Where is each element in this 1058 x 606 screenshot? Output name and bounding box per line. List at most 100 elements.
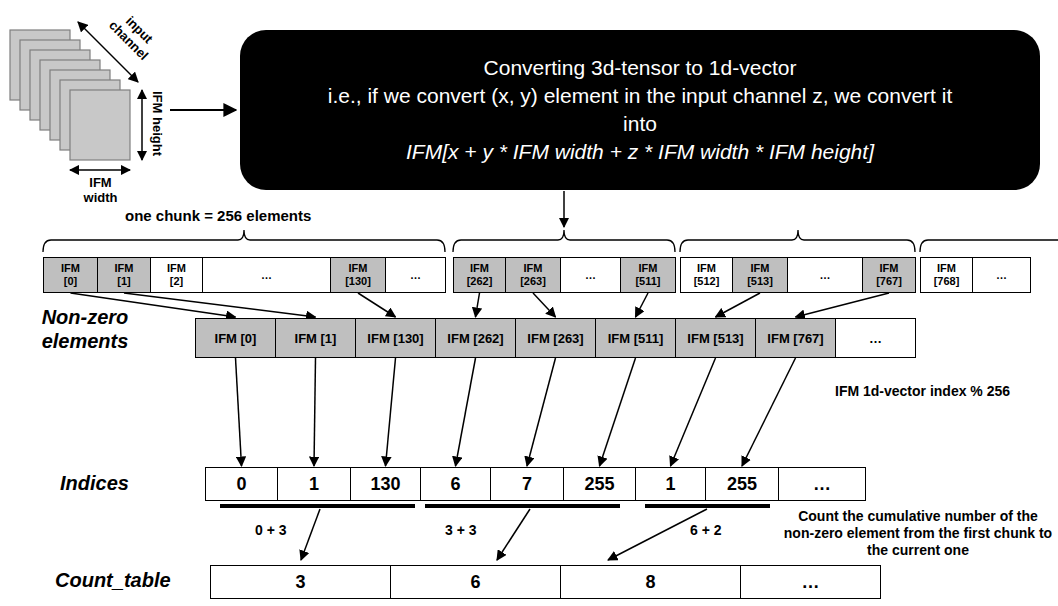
box-text: IFM [130] xyxy=(367,331,423,346)
index-cell: 6 xyxy=(420,467,491,501)
ifm-cell: IFM [767] xyxy=(862,257,916,293)
ifm-cell: … xyxy=(972,257,1031,293)
ifm-cell: … xyxy=(385,257,446,293)
box-text: 0 xyxy=(236,474,246,495)
connector-arrow xyxy=(716,293,761,317)
flow-arrow xyxy=(170,109,236,111)
ifm-cell: IFM [513] xyxy=(732,257,788,293)
index-cell: 0 xyxy=(205,467,278,501)
axis-label: IFM height xyxy=(150,84,165,164)
connector-arrow xyxy=(314,358,316,466)
count-cell: 8 xyxy=(560,565,741,599)
nonzero-cell: IFM [0] xyxy=(195,318,276,358)
connector-arrow xyxy=(636,293,649,317)
axis-label: input channel xyxy=(102,3,166,67)
nonzero-cell: IFM [513] xyxy=(675,318,756,358)
ifm-cell: IFM [768] xyxy=(920,257,973,293)
nonzero-cell: IFM [130] xyxy=(355,318,436,358)
ifm-cell: IFM [263] xyxy=(505,257,561,293)
index-cell: 130 xyxy=(350,467,421,501)
box-text: … xyxy=(410,269,421,282)
sum-label: 0 + 3 xyxy=(255,522,287,538)
box-text: IFM [1] xyxy=(108,262,140,288)
axis-label: IFM width xyxy=(73,175,128,205)
ifm-cell: … xyxy=(560,257,621,293)
count-cell: 6 xyxy=(390,565,561,599)
ifm-cell: IFM [511] xyxy=(620,257,676,293)
nonzero-cell: IFM [262] xyxy=(435,318,516,358)
box-text: i.e., if we convert (x, y) element in th… xyxy=(320,82,960,138)
count-cell: 3 xyxy=(210,565,391,599)
box-text: Converting 3d-tensor to 1d-vector xyxy=(484,54,797,82)
box-text: IFM [0] xyxy=(55,262,87,288)
chunk-brace xyxy=(453,230,675,252)
box-text: 1 xyxy=(665,474,675,495)
sum-arrow xyxy=(497,509,530,560)
box-text: … xyxy=(813,474,831,495)
callout-box: Converting 3d-tensor to 1d-vectori.e., i… xyxy=(240,30,1040,190)
box-text: … xyxy=(261,269,272,282)
box-text: 8 xyxy=(645,572,655,593)
box-text: IFM [130] xyxy=(342,262,374,288)
box-text: IFM [262] xyxy=(464,262,496,288)
row-label: Non-zero elements xyxy=(20,305,150,353)
box-text: IFM [511] xyxy=(608,331,664,346)
index-cell: 255 xyxy=(705,467,779,501)
connector-arrow xyxy=(671,358,716,466)
sum-label: 6 + 2 xyxy=(690,522,722,538)
box-text: … xyxy=(585,269,596,282)
connector-arrow xyxy=(600,358,636,466)
connector-arrow xyxy=(386,358,396,466)
row-label: Indices xyxy=(60,472,129,495)
box-text: … xyxy=(996,269,1007,282)
nonzero-cell: IFM [1] xyxy=(275,318,356,358)
ifm-cell: IFM [512] xyxy=(680,257,733,293)
box-text: IFM [513] xyxy=(687,331,743,346)
ifm-cell: IFM [0] xyxy=(43,257,98,293)
group-bar xyxy=(425,504,620,508)
box-text: IFM [767] xyxy=(873,262,905,288)
index-cell: 1 xyxy=(277,467,351,501)
box-text: … xyxy=(802,572,820,593)
connector-arrow xyxy=(124,293,316,317)
box-text: 6 xyxy=(470,572,480,593)
box-text: IFM [513] xyxy=(744,262,776,288)
box-text: IFM[x + y * IFM width + z * IFM width * … xyxy=(406,138,874,166)
chunk-brace xyxy=(680,230,915,252)
count-cell: … xyxy=(740,565,881,599)
explanation-note: Count the cumulative number of the non-z… xyxy=(782,508,1054,559)
operation-note: IFM 1d-vector index % 256 xyxy=(835,383,1010,399)
connector-arrow xyxy=(796,293,890,317)
box-text: 255 xyxy=(727,474,757,495)
index-cell: 255 xyxy=(563,467,636,501)
connector-arrow xyxy=(236,358,242,466)
box-text: IFM [263] xyxy=(527,331,583,346)
sum-label: 3 + 3 xyxy=(445,522,477,538)
ifm-cell: IFM [2] xyxy=(150,257,203,293)
nonzero-cell: IFM [511] xyxy=(595,318,676,358)
group-bar xyxy=(220,504,415,508)
connector-arrow xyxy=(527,358,556,466)
box-text: IFM [511] xyxy=(632,262,664,288)
connector-arrow xyxy=(742,358,796,466)
feature-plane xyxy=(70,90,130,160)
box-text: 6 xyxy=(450,474,460,495)
pointer-arrow xyxy=(563,191,565,227)
box-text: 255 xyxy=(584,474,614,495)
box-text: IFM [1] xyxy=(295,331,337,346)
connector-arrow xyxy=(358,293,396,317)
box-text: … xyxy=(820,269,831,282)
ifm-cell: IFM [262] xyxy=(453,257,506,293)
box-text: IFM [768] xyxy=(931,262,963,288)
box-text: 3 xyxy=(295,572,305,593)
ifm-cell: … xyxy=(202,257,331,293)
group-bar xyxy=(645,504,770,508)
dimension-arrow xyxy=(70,169,130,171)
channel-stack xyxy=(10,30,130,160)
box-text: IFM [263] xyxy=(517,262,549,288)
nonzero-cell: IFM [767] xyxy=(755,318,836,358)
dimension-arrow xyxy=(141,90,143,160)
connector-arrow xyxy=(456,358,476,466)
chunk-label: one chunk = 256 elements xyxy=(125,207,311,224)
